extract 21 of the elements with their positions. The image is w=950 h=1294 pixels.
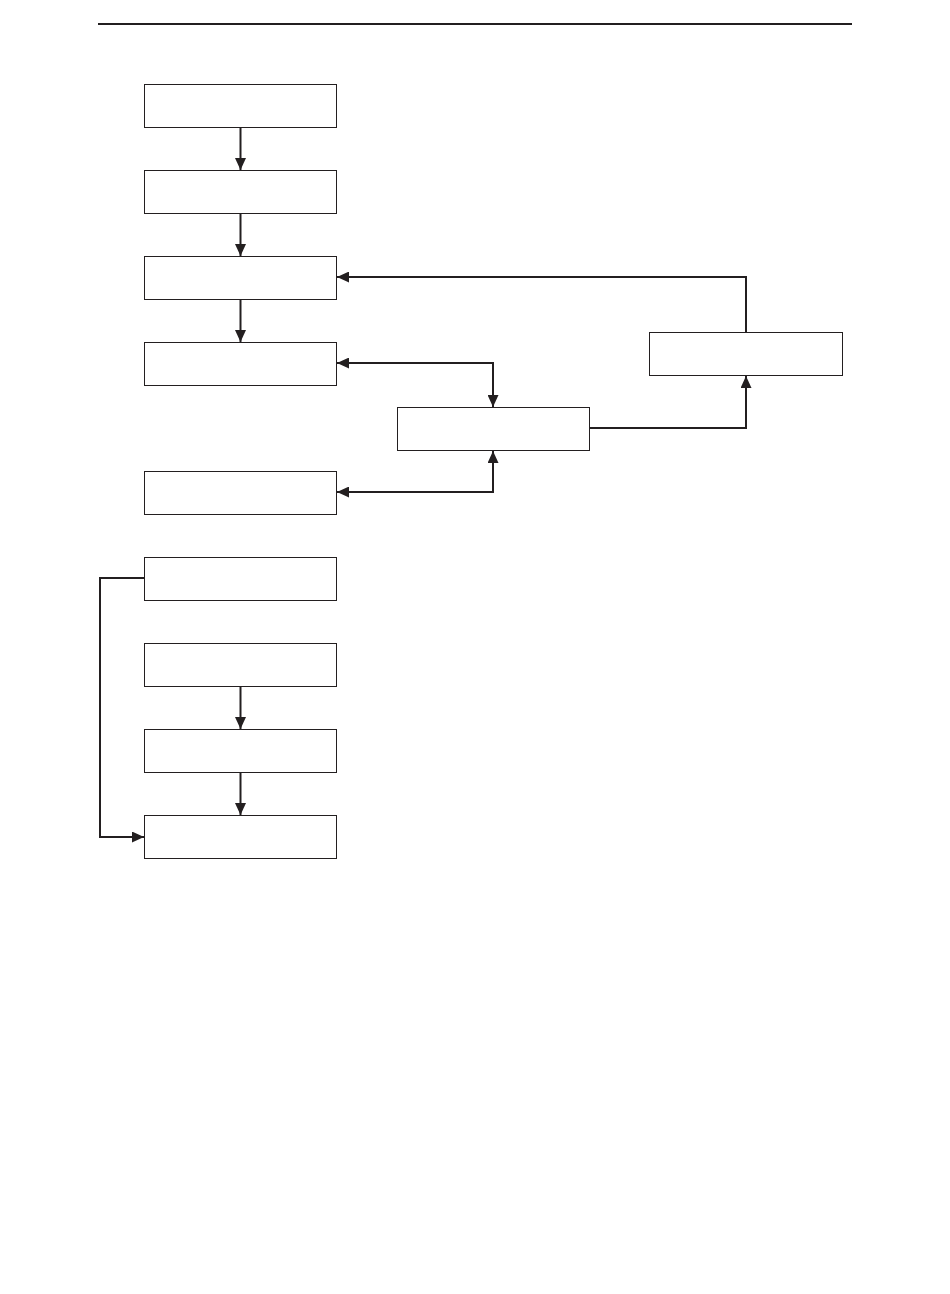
process-box (144, 471, 337, 515)
arrow (235, 213, 246, 257)
arrow (589, 375, 752, 429)
process-box (397, 407, 590, 451)
process-box (144, 84, 337, 128)
double-arrow (336, 450, 499, 498)
double-arrow (336, 357, 499, 408)
process-box (144, 729, 337, 773)
arrow (235, 686, 246, 730)
process-box (649, 332, 843, 376)
arrow (235, 127, 246, 171)
process-box (144, 342, 337, 386)
arrow (235, 299, 246, 343)
arrow (99, 577, 145, 843)
arrow (336, 271, 747, 333)
process-box (144, 170, 337, 214)
process-box (144, 815, 337, 859)
process-box (144, 256, 337, 300)
process-box (144, 643, 337, 687)
process-box (144, 557, 337, 601)
arrow (235, 772, 246, 816)
